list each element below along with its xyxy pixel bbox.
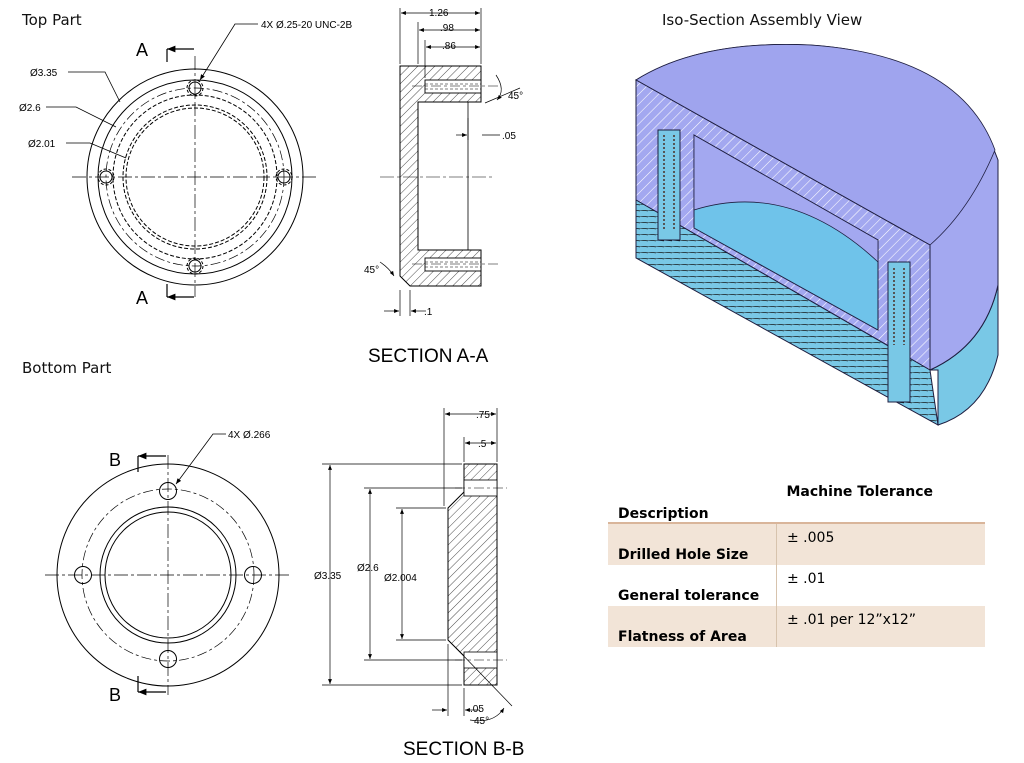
dia-2-004-section: Ø2.004 xyxy=(384,573,417,584)
section-a-profile xyxy=(399,65,482,287)
dim-1-26: 1.26 xyxy=(429,8,449,19)
dim-0-86: .86 xyxy=(442,41,456,52)
dim-0-05-b: .05 xyxy=(470,704,484,715)
dim-45-bottom: 45° xyxy=(364,265,379,276)
bottom-part-caption: Bottom Part xyxy=(22,359,112,377)
dia-3-35-label: Ø3.35 xyxy=(30,68,58,79)
tapped-hole-callout: 4X Ø.25-20 UNC-2B xyxy=(261,20,352,31)
row-description: Flatness of Area xyxy=(608,606,777,647)
clearance-holes xyxy=(74,482,262,668)
tapped-holes xyxy=(97,79,293,275)
bolt-hole-right xyxy=(887,261,911,403)
dim-45-top: 45° xyxy=(508,91,523,102)
section-b-title: SECTION B-B xyxy=(403,739,524,760)
bolt-hole-left xyxy=(657,129,681,241)
top-part-caption: Top Part xyxy=(22,11,82,29)
section-b-b-view xyxy=(322,408,513,722)
section-a-label-top: A xyxy=(136,40,148,60)
dia-2-01-label: Ø2.01 xyxy=(28,139,56,150)
dim-0-75: .75 xyxy=(476,410,490,421)
section-a-label-bottom: A xyxy=(136,288,148,308)
section-b-label-bottom: B xyxy=(109,685,121,705)
section-b-label-top: B xyxy=(109,450,121,470)
bottom-part-plan-view xyxy=(45,433,292,696)
section-a-a-view xyxy=(379,8,521,316)
table-row: General tolerance ± .01 xyxy=(608,565,985,606)
dia-2-6-label: Ø2.6 xyxy=(19,103,41,114)
row-tolerance: ± .01 per 12”x12” xyxy=(776,606,985,647)
iso-section-assembly xyxy=(635,43,999,426)
section-a-title: SECTION A-A xyxy=(368,346,489,367)
dim-0-5: .5 xyxy=(478,439,487,450)
clearance-hole-callout: 4X Ø.266 xyxy=(228,430,271,441)
dim-0-1: .1 xyxy=(424,307,433,318)
dia-2-6-section: Ø2.6 xyxy=(357,563,379,574)
dim-45-b: 45° xyxy=(474,716,489,727)
dim-0-98: .98 xyxy=(440,23,454,34)
top-part-plan-view xyxy=(46,23,318,301)
iso-view-caption: Iso-Section Assembly View xyxy=(662,11,863,29)
dim-0-05: .05 xyxy=(502,131,516,142)
bottom-part-cut-face xyxy=(635,199,939,426)
row-description: General tolerance xyxy=(618,588,760,604)
table-row: Drilled Hole Size ± .005 xyxy=(608,523,985,565)
row-tolerance: ± .01 xyxy=(776,565,985,606)
machine-tolerance-table: Description Machine Tolerance Drilled Ho… xyxy=(608,478,985,647)
header-machine-tolerance: Machine Tolerance xyxy=(776,478,985,524)
row-tolerance: ± .005 xyxy=(776,523,985,565)
bolt-circle xyxy=(105,87,285,267)
row-description: Drilled Hole Size xyxy=(608,523,777,565)
table-row: Flatness of Area ± .01 per 12”x12” xyxy=(608,606,985,647)
dia-3-35-section: Ø3.35 xyxy=(314,571,342,582)
header-description: Description xyxy=(608,478,777,524)
table-header-row: Description Machine Tolerance xyxy=(608,478,985,524)
